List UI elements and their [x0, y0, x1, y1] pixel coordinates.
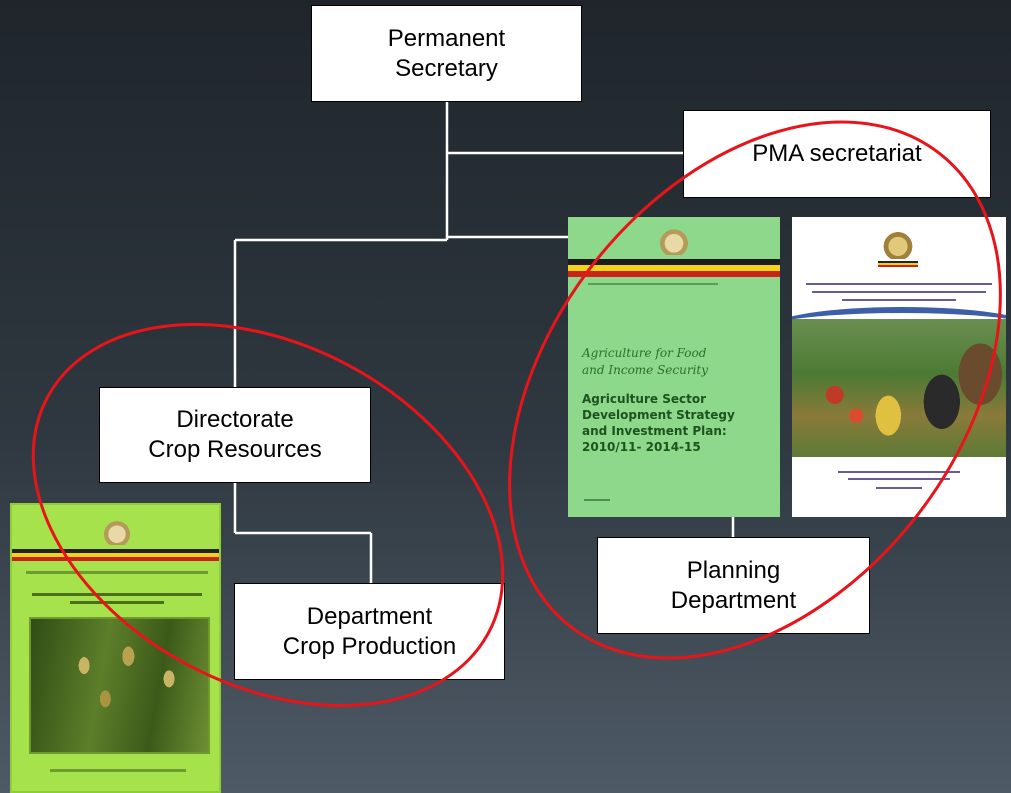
cover-fine-print — [812, 291, 986, 293]
flag-band-red — [878, 265, 918, 267]
document-cover-asdsip: Agriculture for Food and Income Security… — [568, 217, 780, 517]
coat-of-arms-icon — [880, 231, 916, 259]
cover-fine-print — [842, 299, 956, 301]
cover-fine-print — [584, 499, 610, 501]
node-planning-department: Planning Department — [597, 537, 870, 634]
node-department-line2: Crop Production — [282, 632, 457, 660]
coat-of-arms-icon — [656, 229, 692, 255]
node-pma-secretariat: PMA secretariat — [683, 110, 991, 198]
node-planning-line1: Planning — [686, 556, 781, 584]
cover-fine-print — [838, 471, 960, 473]
node-pma-secretariat-label: PMA secretariat — [752, 140, 922, 167]
node-directorate-line1: Directorate — [176, 406, 294, 433]
cover-fine-print — [50, 769, 186, 772]
cover-fine-print — [806, 283, 992, 285]
node-directorate-crop-resources: Directorate Crop Resources — [99, 387, 371, 483]
cover-fine-print — [32, 593, 202, 596]
cover-fine-print — [876, 487, 922, 489]
document-cover-crop-strategy — [10, 503, 221, 793]
cover-fine-print — [26, 571, 208, 574]
node-permanent-secretary: Permanent Secretary — [311, 5, 582, 102]
cover-swoosh — [792, 307, 1006, 347]
cover-italic-title: Agriculture for Food and Income Security — [582, 346, 709, 377]
cover-fine-print — [70, 601, 164, 604]
node-permanent-secretary-line2: Secretary — [395, 54, 498, 82]
cover-bold-title: Agriculture Sector Development Strategy … — [582, 392, 735, 454]
cover-fine-print — [588, 283, 718, 285]
node-planning-line2: Department — [670, 586, 797, 614]
node-directorate-line2: Crop Resources — [148, 436, 322, 463]
document-cover-strategy — [792, 217, 1006, 517]
node-department-line1: Department — [306, 602, 433, 630]
coat-of-arms-icon — [100, 521, 134, 545]
flag-band-red — [12, 557, 219, 561]
cover-fine-print — [848, 478, 950, 480]
node-permanent-secretary-line1: Permanent — [387, 24, 506, 52]
node-department-crop-production: Department Crop Production — [234, 583, 505, 680]
crop-photo — [29, 617, 210, 754]
flag-band-red — [568, 271, 780, 277]
